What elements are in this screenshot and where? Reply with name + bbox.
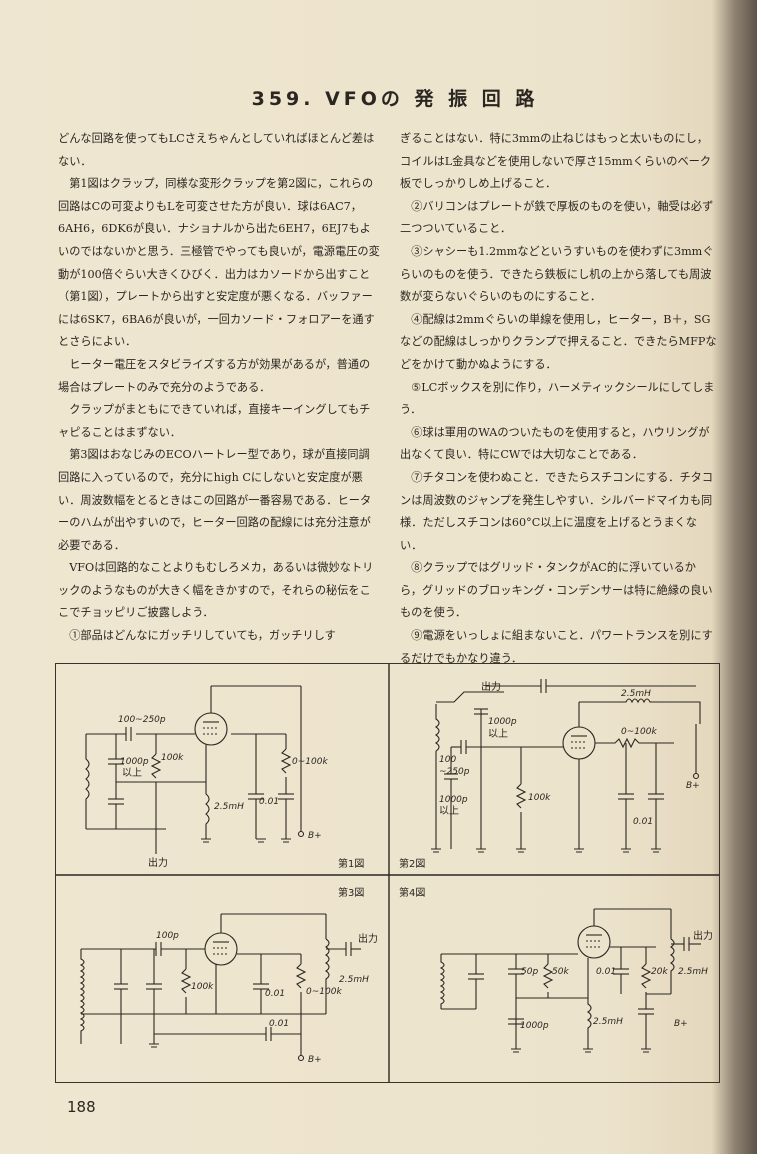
fig4-label-bplus: B+ <box>674 1019 688 1029</box>
fig1-label-100k: 100k <box>161 753 184 763</box>
fig2-caption: 第2図 <box>399 857 425 870</box>
fig4-label-2.5mH-a: 2.5mH <box>678 967 708 977</box>
fig2-label-0-100k: 0~100k <box>621 727 657 737</box>
fig3-label-output: 出力 <box>358 932 378 945</box>
fig4-caption: 第4図 <box>399 886 425 899</box>
left-column: どんな回路を使ってもLCさえちゃんとしていればほとんど差はない． 第1図はクラッ… <box>58 128 380 648</box>
fig1-label-0-100k: 0~100k <box>292 757 328 767</box>
fig3-caption: 第3図 <box>338 886 364 899</box>
right-paragraph-1: ぎることはない．特に3mmの止ねじはもっと太いものにし，コイルはL金具などを使用… <box>400 132 712 191</box>
figure-3-circuit <box>79 913 361 1062</box>
right-paragraph-6: ⑥球は軍用のWAのついたものを使用すると，ハウリングが出なくて良い．特にCWでは… <box>400 425 710 462</box>
vacuum-tube-icon <box>204 932 238 966</box>
fig2-label-1000p-b: 1000p <box>439 795 468 805</box>
left-paragraph-7: ①部品はどんなにガッチリしていても，ガッチリしす <box>69 629 336 643</box>
fig3-label-0-100k: 0~100k <box>306 987 342 997</box>
fig1-label-2.5mH: 2.5mH <box>214 802 244 812</box>
fig3-label-100p: 100p <box>156 931 179 941</box>
fig1-label-ijou: 以上 <box>122 767 142 779</box>
fig3-label-0.01-a: 0.01 <box>265 989 285 999</box>
page-title: 359. VFOの 発 振 回 路 <box>251 88 539 110</box>
fig3-label-bplus: B+ <box>308 1055 322 1065</box>
fig4-label-0.01: 0.01 <box>596 967 616 977</box>
fig3-label-0.01-b: 0.01 <box>269 1019 289 1029</box>
fig2-label-bplus: B+ <box>686 781 700 791</box>
right-paragraph-2: ②バリコンはプレートが鉄で厚板のものを使い，軸受は必ず二つついていること． <box>400 199 714 236</box>
left-paragraph-6: VFOは回路的なことよりもむしろメカ，あるいは微妙なトリックのようなものが大きく… <box>58 561 374 620</box>
fig2-label-100: 100 <box>439 755 456 765</box>
fig4-label-50k: 50k <box>552 967 569 977</box>
fig4-label-20k: 20k <box>651 967 668 977</box>
fig1-caption: 第1図 <box>338 857 364 870</box>
right-paragraph-9: ⑨電源をいっしょに組まないこと．パワートランスを別にするだけでもかなり違う． <box>400 629 713 665</box>
vacuum-tube-icon <box>577 925 611 959</box>
vacuum-tube-icon <box>194 712 228 746</box>
fig2-label-0.01: 0.01 <box>633 817 653 827</box>
left-paragraph-4: クラップがまともにできていれば，直接キーイングしてもチャピることはまずない． <box>58 403 371 439</box>
left-paragraph-5: 第3図はおなじみのECOハートレー型であり，球が直接同調回路に入っているので，充… <box>58 448 372 552</box>
fig3-label-100k: 100k <box>191 982 214 992</box>
circuit-diagrams: 100~250p 1000p 以上 100k 2.5mH 0.01 0~100k… <box>56 664 719 1082</box>
page-number: 188 <box>67 1098 96 1116</box>
right-paragraph-7: ⑦チタコンを使わぬこと．できたらスチコンにする．チタコンは周波数のジャンプを発生… <box>400 470 714 552</box>
right-paragraph-5: ⑤LCボックスを別に作り，ハーメティックシールにしてしまう． <box>400 380 715 417</box>
fig2-label-250p: ~250p <box>439 767 470 777</box>
vacuum-tube-icon <box>562 726 596 760</box>
fig2-label-output: 出力 <box>481 680 501 693</box>
figure-1-circuit <box>85 685 305 854</box>
fig4-label-50p: 50p <box>521 967 538 977</box>
fig4-label-output: 出力 <box>693 929 713 942</box>
fig2-label-100k: 100k <box>528 793 551 803</box>
fig2-label-ijou-b: 以上 <box>439 805 459 817</box>
right-column: ぎることはない．特に3mmの止ねじはもっと太いものにし，コイルはL金具などを使用… <box>400 128 718 670</box>
left-paragraph-2: 第1図はクラップ，同様な変形クラップを第2図に，これらの回路はCの可変よりもLを… <box>58 177 380 349</box>
fig1-label-0.01: 0.01 <box>259 797 279 807</box>
fig1-label-cap: 100~250p <box>118 715 166 725</box>
left-paragraph-1: どんな回路を使ってもLCさえちゃんとしていればほとんど差はない． <box>58 132 375 168</box>
circuit-figures-panel: 100~250p 1000p 以上 100k 2.5mH 0.01 0~100k… <box>55 663 720 1083</box>
fig2-label-2.5mH: 2.5mH <box>621 689 651 699</box>
fig1-label-bplus: B+ <box>308 831 322 841</box>
fig1-label-1000p: 1000p <box>120 757 149 767</box>
fig2-label-1000p-a: 1000p <box>488 717 517 727</box>
fig4-label-2.5mH-b: 2.5mH <box>593 1017 623 1027</box>
fig3-label-2.5mH: 2.5mH <box>339 975 369 985</box>
left-paragraph-3: ヒーター電圧をスタビライズする方が効果があるが，普通の場合はプレートのみで充分の… <box>58 357 371 394</box>
fig1-label-output: 出力 <box>148 856 168 869</box>
fig4-label-1000p: 1000p <box>520 1021 549 1031</box>
right-paragraph-3: ③シャシーも1.2mmなどというすいものを使わずに3mmぐらいのものを使う．でき… <box>400 244 714 304</box>
right-paragraph-8: ⑧クラップではグリッド・タンクがAC的に浮いているから，グリッドのブロッキング・… <box>400 561 713 620</box>
fig2-label-ijou-a: 以上 <box>488 728 508 740</box>
right-paragraph-4: ④配線は2mmぐらいの単線を使用し，ヒーター，B＋，SGなどの配線はしっかりクラ… <box>400 312 717 371</box>
figure-4-circuit <box>439 908 701 1053</box>
figure-2-circuit <box>431 679 701 853</box>
